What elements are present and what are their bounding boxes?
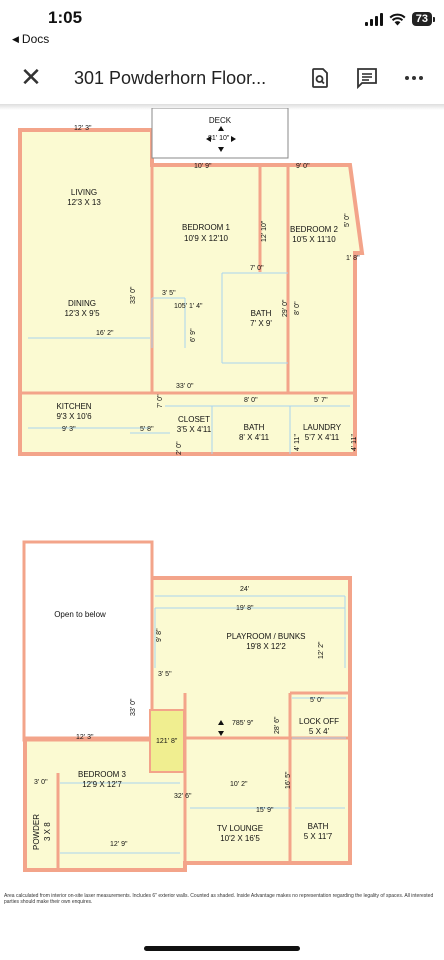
dimension-label: 6' 9"	[190, 328, 197, 342]
floor-plan-drawing	[18, 108, 365, 872]
dimension-label: 5' 7"	[314, 397, 328, 404]
open-to-below-area	[22, 540, 154, 742]
dimension-label: 9' 8"	[156, 628, 163, 642]
room-label-kitchen: KITCHEN	[56, 402, 92, 411]
dimension-label: 16' 2"	[96, 330, 114, 337]
room-label-bath2: BATH	[243, 423, 265, 432]
dimension-label: 12' 3"	[76, 734, 94, 741]
room-size-bedroom2: 10'5 X 11'10	[292, 235, 336, 244]
room-label-laundry: LAUNDRY	[302, 423, 342, 432]
room-size-tvlounge: 10'2 X 16'5	[220, 834, 260, 843]
dimension-label: 28' 6"	[274, 716, 281, 734]
dimension-label: 785' 9"	[232, 720, 254, 727]
room-label-living: LIVING	[70, 188, 98, 197]
dimension-label: 33' 0"	[130, 698, 137, 716]
dimension-label: 5' 0"	[310, 697, 324, 704]
dimension-label: 3' 5"	[158, 671, 172, 678]
room-size-closet: 3'5 X 4'11	[176, 425, 212, 434]
room-label-deck: DECK	[208, 116, 232, 125]
room-size-bedroom3: 12'9 X 12'7	[82, 780, 122, 789]
document-title: 301 Powderhorn Floor...	[74, 68, 267, 88]
dimension-label: 4' 11"	[351, 434, 358, 451]
cell-signal-icon	[364, 12, 383, 26]
dimension-label: 32' 6"	[174, 793, 192, 800]
document-toolbar: ✕ 301 Powderhorn Floor...	[0, 52, 444, 106]
wifi-icon	[389, 13, 406, 25]
back-to-docs-link[interactable]: ◀ Docs	[12, 32, 49, 46]
dimension-label: 81' 10"	[208, 135, 230, 142]
dimension-label: 3' 5"	[162, 290, 176, 297]
room-size-dining: 12'3 X 9'5	[64, 309, 100, 318]
room-label-lockoff: LOCK OFF	[298, 717, 340, 726]
dimension-label: 15' 9"	[256, 807, 274, 814]
dimension-label: 24'	[240, 586, 250, 593]
room-label-bath3: BATH	[307, 822, 329, 831]
dimension-label: 105' 1' 4"	[174, 303, 203, 310]
dimension-label: 33' 0"	[130, 286, 137, 304]
dimension-label: 5' 0"	[344, 213, 351, 227]
dimension-label: 3' 0"	[34, 779, 48, 786]
room-label-bedroom2: BEDROOM 2	[289, 225, 339, 234]
dimension-label: 12' 2"	[318, 641, 325, 659]
room-size-living: 12'3 X 13	[67, 198, 101, 207]
room-label-dining: DINING	[68, 299, 96, 308]
dimension-label: 12' 9"	[110, 841, 128, 848]
stair-area	[149, 709, 185, 773]
back-triangle-icon: ◀	[12, 33, 19, 44]
room-size-bedroom1: 10'9 X 12'10	[184, 234, 228, 243]
close-icon[interactable]: ✕	[20, 62, 42, 92]
comment-icon[interactable]	[355, 66, 379, 90]
room-label-bedroom1: BEDROOM 1	[181, 223, 231, 232]
room-size-bath2: 8' X 4'11	[238, 433, 270, 442]
dimension-label: 10' 9"	[194, 163, 212, 170]
dimension-label: 9' 0"	[296, 163, 310, 170]
back-label: Docs	[21, 32, 50, 46]
status-bar: 1:05 ◀ Docs 73	[0, 0, 444, 52]
room-label-closet: CLOSET	[177, 415, 211, 424]
room-size-lockoff: 5 X 4'	[308, 727, 330, 736]
dimension-label: 7' 0"	[250, 265, 264, 272]
plan-disclaimer: Area calculated from interior on-site la…	[4, 893, 434, 905]
room-label-bath1: BATH	[250, 309, 272, 318]
home-indicator[interactable]	[144, 946, 300, 951]
room-label-tvlounge: TV LOUNGE	[216, 824, 264, 833]
battery-icon: 73	[411, 12, 436, 26]
dimension-label: 16' 5"	[285, 771, 292, 789]
room-size-kitchen: 9'3 X 10'6	[56, 412, 92, 421]
dimension-label: 121' 8"	[156, 738, 178, 745]
toolbar-shadow	[0, 104, 444, 110]
room-size-playroom: 19'8 X 12'2	[246, 642, 286, 651]
dimension-label: 12' 10"	[261, 220, 268, 242]
dimension-label: 29' 0"	[282, 299, 289, 317]
dimension-label: 10' 2"	[230, 781, 248, 788]
dimension-label: 19' 8"	[236, 605, 254, 612]
more-icon[interactable]	[402, 66, 426, 90]
floor-plan-image[interactable]: DECK LIVING 12'3 X 13 DINING 12'3 X 9'5 …	[0, 108, 444, 928]
room-size-laundry: 5'7 X 4'11	[304, 433, 340, 442]
room-size-bath3: 5 X 11'7	[303, 832, 333, 841]
dimension-label: 1' 8"	[346, 255, 360, 262]
room-label-playroom: PLAYROOM / BUNKS	[226, 632, 306, 641]
dimension-label: 7' 0"	[157, 394, 164, 408]
status-indicators: 73	[364, 12, 436, 26]
room-size-powder: 3 X 8	[43, 822, 52, 841]
room-size-bath1: 7' X 9'	[250, 319, 272, 328]
room-label-powder: POWDER	[32, 814, 41, 850]
dimension-label: 12' 3"	[74, 125, 92, 132]
room-label-bedroom3: BEDROOM 3	[77, 770, 127, 779]
dimension-label: 2' 0"	[176, 441, 183, 455]
dimension-label: 4' 11"	[294, 434, 301, 451]
status-time: 1:05	[48, 8, 83, 27]
dimension-label: 8' 0"	[244, 397, 258, 404]
open-to-below-label: Open to below	[54, 610, 106, 619]
dimension-label: 33' 0"	[176, 383, 194, 390]
doc-search-icon[interactable]	[308, 66, 332, 90]
dimension-label: 8' 0"	[294, 301, 301, 315]
dimension-label: 9' 3"	[62, 426, 76, 433]
dimension-label: 5' 8"	[140, 426, 154, 433]
